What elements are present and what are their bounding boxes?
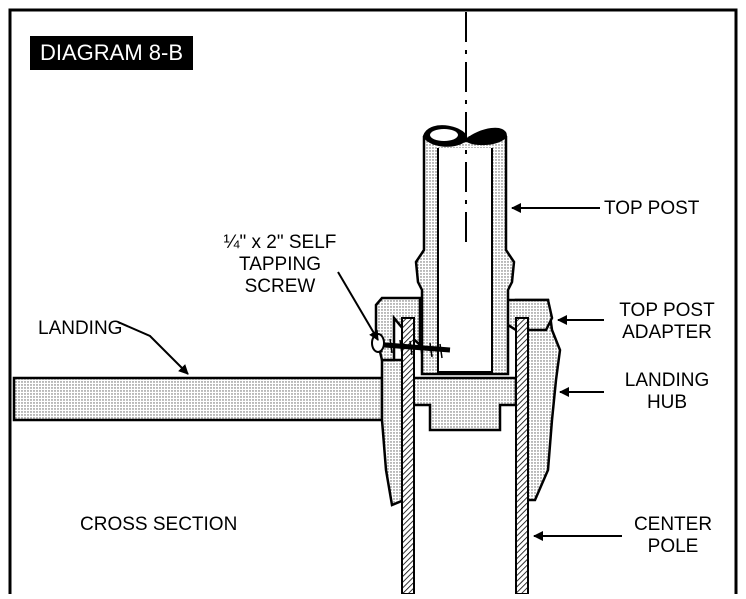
label-center-pole: CENTER POLE xyxy=(618,514,728,558)
label-adapter-line1: TOP POST xyxy=(619,300,715,321)
label-top-post: TOP POST xyxy=(604,198,700,219)
frame-border xyxy=(8,8,738,594)
center-pole-left-wall xyxy=(401,317,415,595)
label-screw-line2: TAPPING xyxy=(239,254,321,275)
label-cross-section: CROSS SECTION xyxy=(80,514,238,535)
diagram-title: DIAGRAM 8-B xyxy=(30,36,194,70)
label-adapter-line2: ADAPTER xyxy=(622,322,712,343)
label-pole-line1: CENTER xyxy=(633,514,713,535)
label-screw-line3: SCREW xyxy=(244,276,316,297)
label-pole-line2: POLE xyxy=(647,536,699,557)
label-hub-line2: HUB xyxy=(646,392,688,413)
label-screw-line1: ¼" x 2" SELF xyxy=(223,232,337,253)
arrow-landing xyxy=(117,321,189,375)
landing-plank xyxy=(12,376,384,422)
center-pole-right-wall xyxy=(515,317,529,595)
label-landing: LANDING xyxy=(38,318,123,339)
label-landing-hub: LANDING HUB xyxy=(604,370,730,414)
label-screw: ¼" x 2" SELF TAPPING SCREW xyxy=(190,232,370,298)
label-hub-line1: LANDING xyxy=(624,370,710,391)
landing-hub-bar xyxy=(402,376,518,432)
arrow-screw xyxy=(337,271,379,341)
top-post-inner xyxy=(437,148,493,373)
landing-hub-left xyxy=(380,358,406,507)
label-top-post-adapter: TOP POST ADAPTER xyxy=(604,300,730,344)
